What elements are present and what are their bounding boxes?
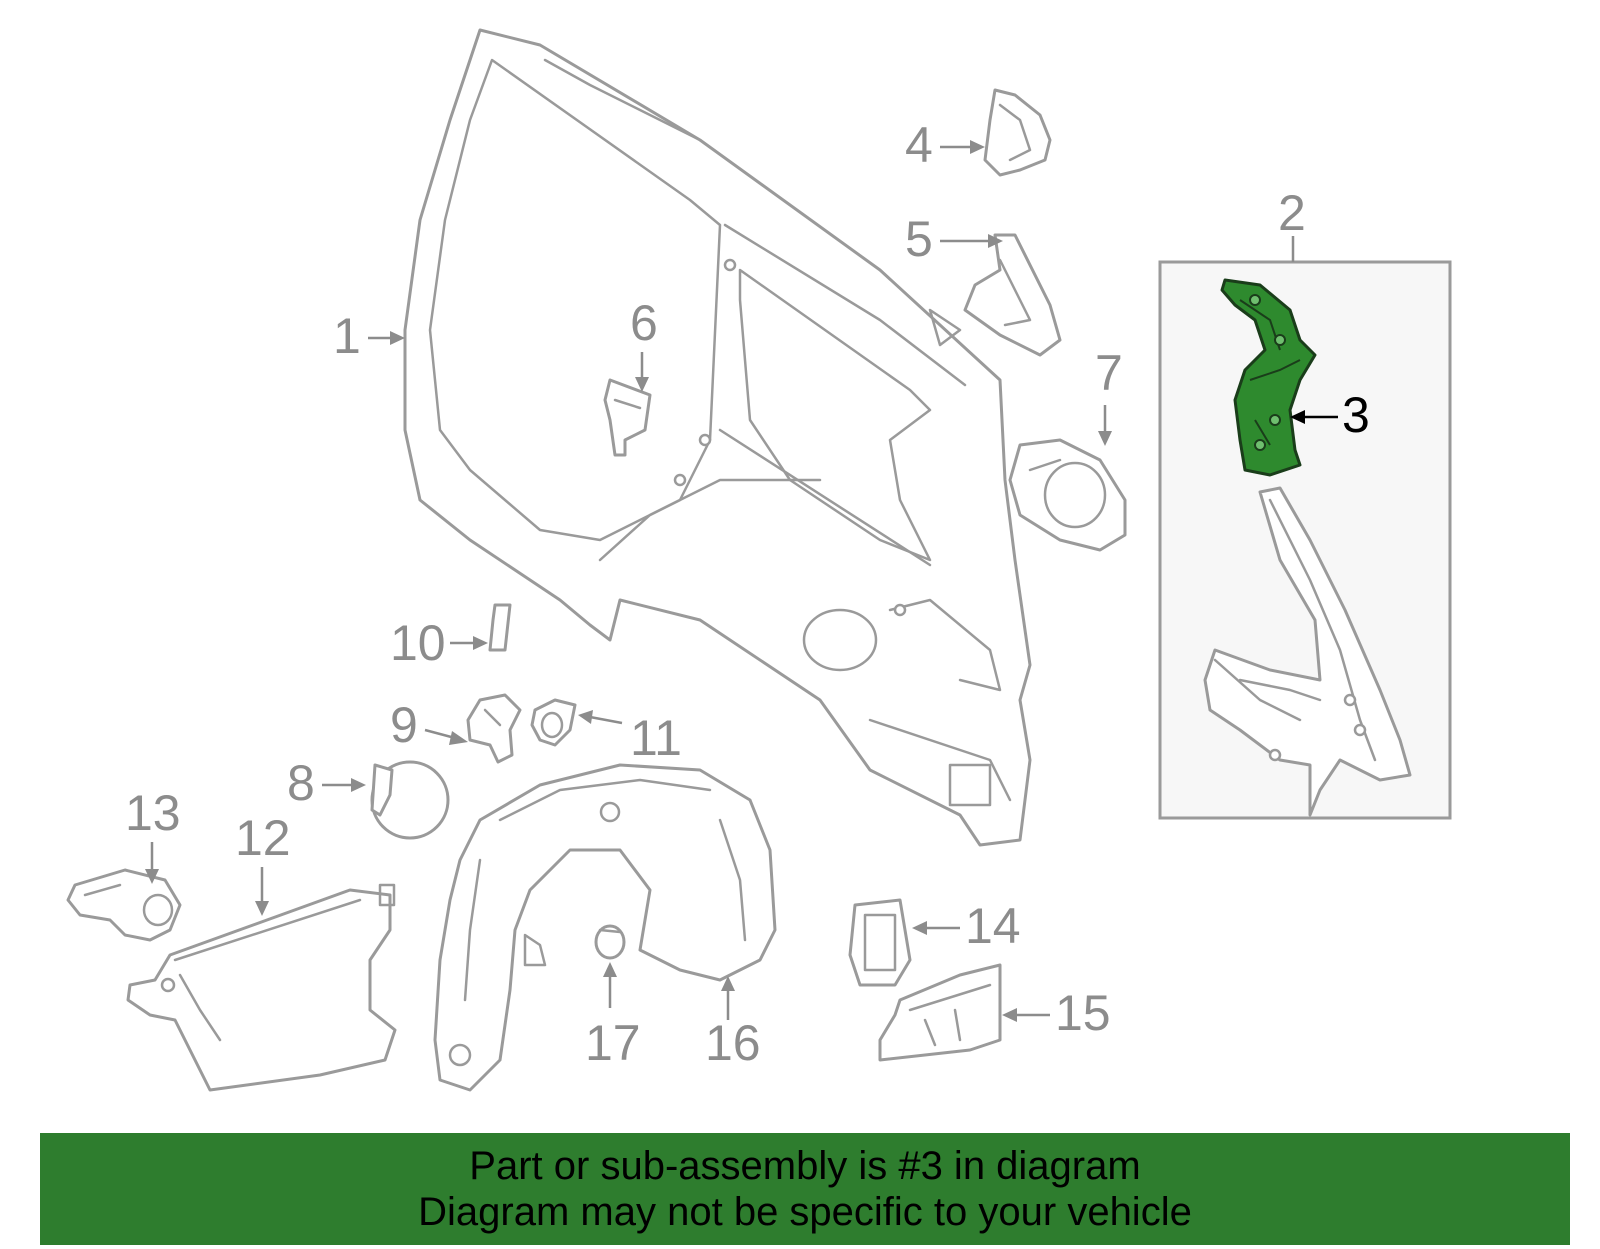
part-13-actuator[interactable] bbox=[66, 868, 182, 942]
callout-4: 4 bbox=[905, 117, 985, 173]
callout-13: 13 bbox=[125, 785, 181, 884]
svg-text:2: 2 bbox=[1278, 185, 1306, 241]
svg-text:17: 17 bbox=[585, 1015, 641, 1071]
callout-10: 10 bbox=[390, 615, 488, 671]
svg-text:9: 9 bbox=[390, 697, 418, 753]
banner-line-2: Diagram may not be specific to your vehi… bbox=[418, 1190, 1192, 1234]
svg-text:5: 5 bbox=[905, 211, 933, 267]
part-10-clip[interactable] bbox=[488, 603, 512, 652]
svg-text:16: 16 bbox=[705, 1015, 761, 1071]
part-11-grommet[interactable] bbox=[530, 698, 577, 747]
svg-text:1: 1 bbox=[333, 308, 361, 364]
svg-text:11: 11 bbox=[630, 710, 682, 766]
svg-text:12: 12 bbox=[235, 810, 291, 866]
disclaimer-banner: Part or sub-assembly is #3 in diagram Di… bbox=[40, 1133, 1570, 1245]
svg-text:10: 10 bbox=[390, 615, 446, 671]
callout-14: 14 bbox=[912, 898, 1021, 954]
part-4-bracket[interactable] bbox=[983, 88, 1052, 177]
part-6-plate[interactable] bbox=[603, 378, 652, 457]
callout-16: 16 bbox=[705, 976, 761, 1071]
part-7-filler-housing[interactable] bbox=[1008, 438, 1127, 552]
svg-text:6: 6 bbox=[630, 295, 658, 351]
part-16-wheelhouse-liner[interactable] bbox=[433, 763, 777, 1092]
part-1-quarter-panel[interactable] bbox=[403, 28, 1032, 847]
part-17-push-pin[interactable] bbox=[594, 924, 626, 960]
callout-5: 5 bbox=[905, 211, 1003, 267]
svg-text:15: 15 bbox=[1055, 985, 1111, 1041]
part-12-module[interactable] bbox=[126, 883, 397, 1092]
parts-diagram: 1 4 5 6 7 bbox=[66, 28, 1452, 1092]
callout-15: 15 bbox=[1002, 985, 1111, 1041]
callout-8: 8 bbox=[287, 755, 366, 811]
part-9-bracket[interactable] bbox=[466, 693, 522, 764]
callout-12: 12 bbox=[235, 810, 291, 916]
part-8-fuel-door[interactable] bbox=[370, 760, 450, 840]
part-2-inset[interactable] bbox=[1158, 236, 1452, 820]
svg-text:3: 3 bbox=[1342, 387, 1370, 443]
banner-line-1: Part or sub-assembly is #3 in diagram bbox=[469, 1144, 1141, 1188]
callout-1: 1 bbox=[333, 308, 405, 364]
svg-text:7: 7 bbox=[1095, 345, 1123, 401]
callout-6: 6 bbox=[630, 295, 658, 392]
svg-text:8: 8 bbox=[287, 755, 315, 811]
part-3-reinforcement-highlight[interactable] bbox=[1220, 278, 1317, 477]
svg-text:4: 4 bbox=[905, 117, 933, 173]
callout-11: 11 bbox=[578, 710, 682, 766]
part-15-bracket[interactable] bbox=[878, 963, 1002, 1062]
part-14-pad[interactable] bbox=[848, 898, 912, 987]
svg-text:14: 14 bbox=[965, 898, 1021, 954]
callout-9: 9 bbox=[390, 697, 468, 753]
callout-17: 17 bbox=[585, 962, 641, 1071]
callout-3: 3 bbox=[1290, 387, 1370, 443]
callout-2: 2 bbox=[1278, 185, 1306, 241]
callout-7: 7 bbox=[1095, 345, 1123, 446]
part-5-bracket[interactable] bbox=[963, 233, 1062, 357]
svg-text:13: 13 bbox=[125, 785, 181, 841]
